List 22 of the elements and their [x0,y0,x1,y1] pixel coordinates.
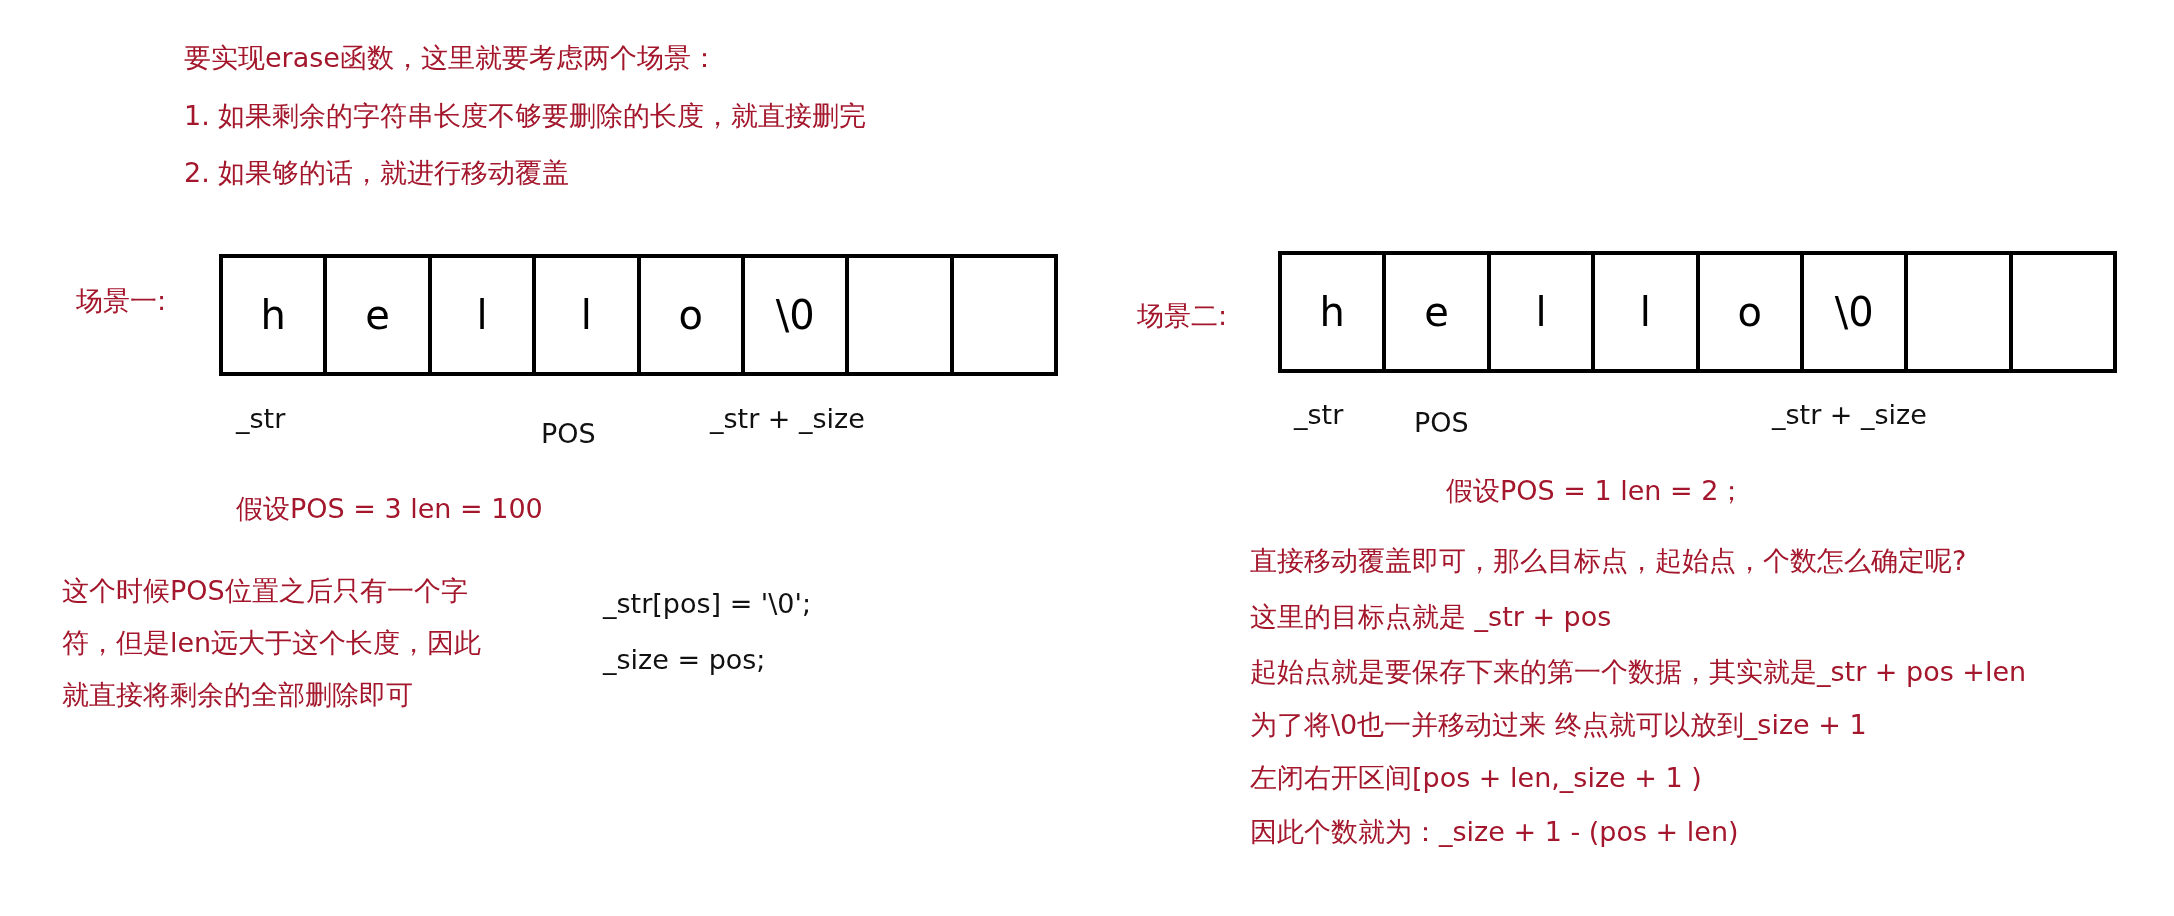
pointer-label: _str [1294,398,1344,432]
explanation-text: 因此个数就为：_size + 1 - (pos + len) [1250,815,1739,849]
code-line: _size = pos; [603,643,766,677]
explanation-text: 左闭右开区间[pos + len,_size + 1 ) [1250,761,1702,795]
note-text: 2. 如果够的话，就进行移动覆盖 [184,156,570,190]
scenario-label: 场景一: [76,284,167,318]
assumption-text: 假设POS = 1 len = 2； [1446,474,1746,508]
explanation-text: 起始点就是要保存下来的第一个数据，其实就是_str + pos +len [1250,655,2027,689]
pointer-label: _str [236,402,286,436]
explanation-text: 直接移动覆盖即可，那么目标点，起始点，个数怎么确定呢? [1250,544,1967,578]
explanation-text: 为了将\0也一并移动过来 终点就可以放到_size + 1 [1250,708,1867,742]
heading-text: 要实现erase函数，这里就要考虑两个场景： [184,41,718,75]
assumption-text: 假设POS = 3 len = 100 [236,492,543,526]
scenario-label: 场景二: [1137,299,1228,333]
pointer-label: _str + _size [1772,398,1927,432]
note-text: 1. 如果剩余的字符串长度不够要删除的长度，就直接删完 [184,99,867,133]
pointer-label: POS [541,417,596,451]
code-line: _str[pos] = '\0'; [603,587,812,621]
pointer-label: POS [1414,406,1469,440]
pointer-label: _str + _size [710,402,865,436]
explanation-text: 这里的目标点就是 _str + pos [1250,600,1612,634]
explanation-text: 这个时候POS位置之后只有一个字符，但是len远大于这个长度，因此就直接将剩余的全部删除即可 [62,574,483,712]
